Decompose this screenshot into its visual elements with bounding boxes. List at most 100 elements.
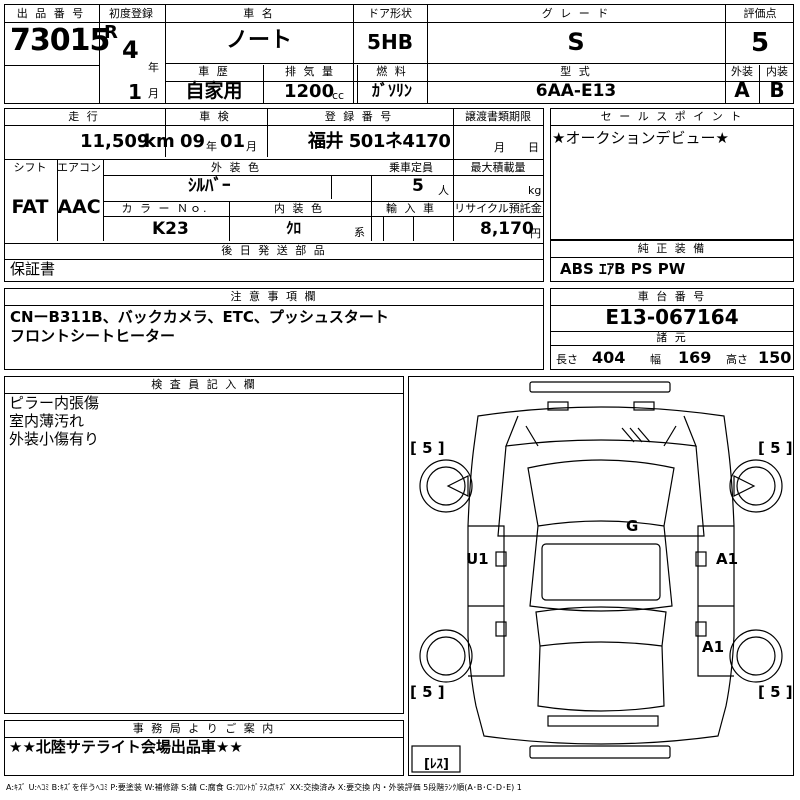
interior-color-label: 内 装 色	[274, 202, 324, 215]
car-name: ノート	[225, 28, 292, 53]
width: 169	[678, 348, 712, 367]
fuel: ｶﾞｿﾘﾝ	[371, 81, 412, 100]
mileage: 11,509	[80, 131, 150, 152]
notes-label: 注 意 事 項 欄	[230, 290, 318, 303]
first-registration-month: 1	[128, 80, 142, 104]
grade-label: グ レ ー ド	[541, 7, 611, 20]
chassis-label: 車 台 番 号	[637, 290, 707, 303]
ac: AAC	[57, 196, 101, 218]
car-diagram-box	[408, 376, 794, 776]
door-type: 5HB	[367, 30, 413, 54]
vehicle-header-table	[4, 4, 794, 104]
era: R	[104, 22, 118, 43]
max-load-unit: kg	[528, 184, 542, 197]
inspector-box	[4, 376, 404, 714]
tire-rear-right: [ 5 ]	[758, 683, 793, 701]
year-unit: 年	[148, 61, 159, 74]
interior-color-unit: 系	[354, 226, 365, 239]
history: 自家用	[185, 80, 243, 102]
vehicle-details-table	[4, 108, 544, 282]
plate-label: 登 録 番 号	[324, 110, 394, 123]
length-label: 長さ	[556, 353, 578, 366]
tire-front-right: [ 5 ]	[758, 439, 793, 457]
history-label: 車 歴	[198, 65, 230, 78]
shift: FAT	[11, 196, 49, 218]
grade: S	[567, 28, 585, 56]
inspection-month-unit: 月	[246, 140, 257, 153]
equipment: ABS ｴｱB PS PW	[560, 260, 686, 278]
shift-label: シフト	[13, 161, 47, 174]
inspection-label: 車 検	[199, 110, 231, 123]
door-label: ドア形状	[368, 7, 412, 20]
import-label: 輸 入 車	[386, 202, 436, 215]
displacement-unit: cc	[332, 89, 345, 102]
length: 404	[592, 348, 626, 367]
mileage-label: 走 行	[68, 110, 100, 123]
lot-number-label: 出 品 番 号	[16, 7, 86, 20]
score-label: 評価点	[743, 7, 777, 20]
sales-point-box	[550, 108, 794, 240]
color-no: K23	[152, 219, 189, 239]
notes-box	[4, 288, 544, 370]
lot-number: 73015	[10, 23, 110, 58]
max-load-label: 最大積載量	[470, 161, 526, 174]
mileage-unit: km	[144, 131, 175, 152]
interior-grade-label: 内装	[766, 65, 788, 78]
equipment-label: 純 正 装 備	[637, 242, 707, 255]
plate-number: 福井 501ネ4170	[308, 131, 451, 152]
car-name-label: 車 名	[243, 7, 275, 20]
damage-mark-g: G	[626, 517, 639, 535]
tire-front-left: [ 5 ]	[410, 439, 445, 457]
damage-mark-a1-door: A1	[716, 550, 739, 568]
inspector-line-2: 室内薄汚れ	[9, 412, 85, 430]
inspection-year: 09	[180, 131, 206, 152]
score: 5	[750, 28, 770, 58]
recycle-fee-unit: 円	[530, 227, 541, 240]
displacement-label: 排 気 量	[285, 65, 335, 78]
first-registration-year: 4	[122, 36, 139, 64]
transfer-month-unit: 月	[494, 141, 505, 154]
spare-tire: [ﾚｽ]	[424, 757, 449, 772]
recycle-fee-label: リサイクル預託金	[454, 202, 542, 215]
capacity: 5	[412, 176, 424, 196]
transfer-deadline-label: 譲渡書類期限	[465, 110, 531, 123]
exterior-grade: A	[734, 78, 750, 102]
exterior-color: ｼﾙﾊﾞｰ	[188, 176, 231, 196]
model: 6AA-E13	[535, 81, 617, 101]
inspector-label: 検 査 員 記 入 欄	[151, 378, 257, 391]
later-parts: 保証書	[10, 260, 56, 278]
capacity-label: 乗車定員	[389, 161, 433, 174]
notes-line-2: フロントシートヒーター	[10, 327, 176, 345]
legend: A:ｷｽﾞ U:ﾍｺﾐ B:ｷｽﾞを伴うﾍｺﾐ P:要塗装 W:補修跡 S:錆 …	[6, 783, 522, 792]
interior-color: ｸﾛ	[286, 219, 302, 237]
model-label: 型 式	[560, 65, 592, 78]
tire-rear-left: [ 5 ]	[410, 683, 445, 701]
sales-point: ★オークションデビュー★	[552, 129, 729, 147]
capacity-unit: 人	[438, 184, 449, 197]
height-label: 高さ	[726, 353, 748, 366]
height: 150	[758, 348, 792, 367]
sales-point-label: セ ー ル ス ポ イ ン ト	[600, 110, 744, 123]
displacement: 1200	[284, 81, 335, 102]
office-box	[4, 720, 404, 776]
office-label: 事 務 局 よ り ご 案 内	[132, 722, 276, 735]
width-label: 幅	[650, 353, 661, 366]
equipment-box	[550, 240, 794, 282]
color-no-label: カ ラ ー Ｎｏ.	[121, 202, 209, 215]
inspector-line-1: ピラー内張傷	[9, 394, 100, 412]
notes-line-1: CNーB311B、バックカメラ、ETC、プッシュスタート	[10, 308, 389, 326]
inspection-year-unit: 年	[206, 140, 217, 153]
spec-label: 諸 元	[656, 331, 688, 344]
damage-mark-u1: U1	[466, 550, 489, 568]
recycle-fee: 8,170	[480, 219, 534, 239]
chassis-number: E13-067164	[605, 305, 739, 329]
transfer-day-unit: 日	[528, 141, 539, 154]
chassis-box	[550, 288, 794, 370]
month-unit: 月	[148, 87, 159, 100]
office-text: ★★北陸サテライト会場出品車★★	[9, 738, 243, 756]
fuel-label: 燃 料	[376, 65, 408, 78]
later-parts-label: 後 日 発 送 部 品	[221, 244, 327, 257]
car-diagram	[411, 381, 783, 773]
ac-label: エアコン	[57, 161, 101, 174]
exterior-grade-label: 外装	[731, 65, 753, 78]
